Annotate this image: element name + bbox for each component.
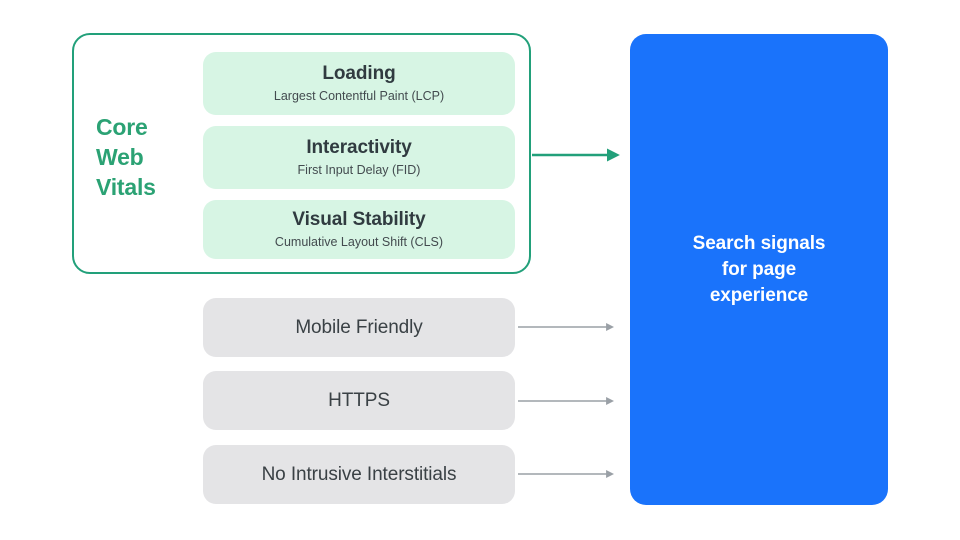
signal-card-no-intrusive-interstitials-label: No Intrusive Interstitials [261,463,457,485]
vital-card-interactivity-subtitle: First Input Delay (FID) [297,163,421,177]
signal-card-https[interactable]: HTTPS [203,371,515,430]
signal-card-no-intrusive-interstitials[interactable]: No Intrusive Interstitials [203,445,515,504]
vital-card-interactivity-title: Interactivity [306,137,412,158]
core-web-vitals-label-line-3: Vitals [96,174,156,200]
core-web-vitals-label-line-1: Core [96,114,148,140]
core-web-vitals-container [72,33,531,274]
search-signals-box[interactable]: Search signals for page experience [630,34,888,505]
core-web-vitals-label-line-2: Web [96,144,144,170]
vital-card-visual-stability-subtitle: Cumulative Layout Shift (CLS) [274,235,444,249]
core-web-vitals-label: Core Web Vitals [96,112,196,202]
vital-card-loading-subtitle: Largest Contentful Paint (LCP) [273,89,445,103]
vital-card-loading[interactable]: Loading Largest Contentful Paint (LCP) [203,52,515,115]
search-signals-label: Search signals for page experience [692,232,826,306]
signal-card-https-label: HTTPS [328,389,390,411]
vital-card-interactivity[interactable]: Interactivity First Input Delay (FID) [203,126,515,189]
vital-card-visual-stability[interactable]: Visual Stability Cumulative Layout Shift… [203,200,515,259]
vital-card-loading-title: Loading [322,63,396,84]
vital-card-visual-stability-title: Visual Stability [292,209,426,230]
signal-card-mobile-friendly-label: Mobile Friendly [295,316,423,338]
signal-card-mobile-friendly[interactable]: Mobile Friendly [203,298,515,357]
